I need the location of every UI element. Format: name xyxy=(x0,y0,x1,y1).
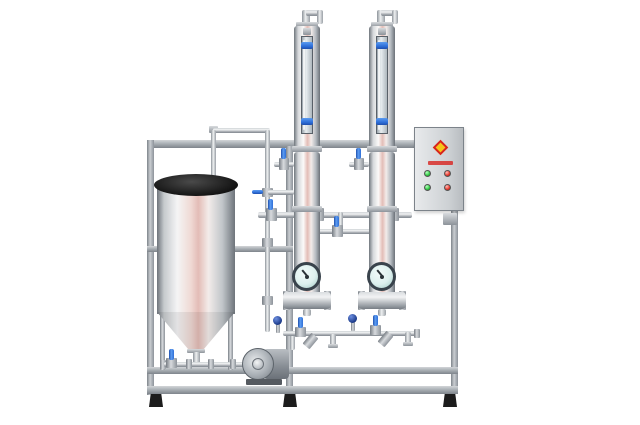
pipe-union-2 xyxy=(208,359,214,369)
column-1-upper-fitting xyxy=(303,28,311,35)
brand-logo-icon xyxy=(432,139,449,156)
ball-valve-knob-2 xyxy=(348,314,357,323)
discharge-valve-body xyxy=(166,358,177,368)
column-1-sight-glass-highlight xyxy=(303,40,305,130)
tank-outlet-flange xyxy=(187,349,205,353)
feed-riser-pipe xyxy=(265,130,270,332)
column-2-sight-glass-highlight xyxy=(378,40,380,130)
pipe-union-3 xyxy=(230,359,236,369)
gauge-1-hub xyxy=(304,274,309,279)
column-1-branch-valve-body xyxy=(279,158,289,170)
column-1-top-stub xyxy=(302,10,310,24)
column-1-top-elbow xyxy=(306,10,322,16)
drain-end-cap xyxy=(414,329,420,338)
drain-valve-body-1 xyxy=(295,327,306,337)
tank-outlet-stub xyxy=(193,352,200,364)
column-1-sight-band-bottom xyxy=(301,118,313,125)
pump-hub xyxy=(252,358,264,370)
riser-branch-pipe xyxy=(268,190,294,195)
riser-union-2 xyxy=(262,238,273,247)
drain-pipe xyxy=(283,331,417,336)
riser-union-3 xyxy=(262,296,273,305)
main-manifold-pipe xyxy=(258,212,412,218)
drain-elbow-1 xyxy=(330,334,336,346)
drain-valve-handle-2 xyxy=(373,315,378,326)
secondary-valve-handle xyxy=(334,216,339,227)
feed-tank-lid xyxy=(154,174,238,196)
gauge-2-hub xyxy=(379,274,384,279)
column-2-top-elbow-down xyxy=(392,10,398,24)
pressure-gauge-2 xyxy=(367,262,396,291)
membrane-housing-2 xyxy=(358,292,406,309)
frame-bottom-rail-lower xyxy=(147,386,458,394)
discharge-valve-handle xyxy=(169,349,174,360)
pump-base xyxy=(246,379,282,385)
column-2-flange-mid xyxy=(367,206,397,212)
feed-tank-body xyxy=(157,186,235,314)
frame-foot-center xyxy=(283,394,297,407)
ball-valve-stem-1 xyxy=(276,324,280,333)
ball-valve-stem-2 xyxy=(351,322,355,331)
column-2-flange-upper xyxy=(367,146,397,152)
drain-elbow-flange-2 xyxy=(403,342,413,346)
column-2-branch-valve-handle xyxy=(356,148,361,159)
column-1-branch-valve-handle xyxy=(281,148,286,159)
column-2-top-elbow xyxy=(381,10,397,16)
tank-top-pipe-vertical xyxy=(211,130,216,178)
column-2-sight-band-bottom xyxy=(376,118,388,125)
drain-valve-body-2 xyxy=(370,325,381,335)
drain-elbow-flange-1 xyxy=(328,344,338,348)
membrane-housing-1 xyxy=(283,292,331,309)
column-1-top-elbow-down xyxy=(317,10,323,24)
indicator-light-1 xyxy=(424,170,431,177)
column-2-upper-fitting xyxy=(378,28,386,35)
column-1-flange-upper xyxy=(292,146,322,152)
frame-foot-right xyxy=(443,394,457,407)
indicator-light-2 xyxy=(444,170,451,177)
secondary-valve-body xyxy=(332,225,343,237)
pipe-union-1 xyxy=(186,359,192,369)
manifold-jumper-pipe xyxy=(338,212,343,234)
column-2-cap-flange xyxy=(371,22,393,27)
discharge-end-cap xyxy=(160,360,166,369)
column-2-sight-band-top xyxy=(376,42,388,49)
frame-foot-left xyxy=(149,394,163,407)
tank-top-pipe-horizontal xyxy=(213,128,270,133)
pump-outlet-pipe xyxy=(290,334,295,350)
manifold-valve-body-1 xyxy=(266,208,277,221)
control-panel xyxy=(414,127,464,211)
pressure-gauge-1 xyxy=(292,262,321,291)
frame-center-post xyxy=(286,146,293,394)
manifold-valve-handle-1 xyxy=(268,199,273,210)
ball-valve-knob-1 xyxy=(273,316,282,325)
column-1-cap-flange xyxy=(296,22,318,27)
frame-bottom-rail-upper xyxy=(147,367,458,374)
drain-elbow-2 xyxy=(405,332,411,344)
indicator-light-4 xyxy=(444,184,451,191)
riser-union-1 xyxy=(262,188,273,197)
column-2-branch-valve-body xyxy=(354,158,364,170)
frame-right-post xyxy=(451,146,458,394)
brand-name-text xyxy=(428,161,453,165)
column-2-down-stub xyxy=(378,309,386,316)
column-1-sight-band-top xyxy=(301,42,313,49)
column-1-flange-mid xyxy=(292,206,322,212)
riser-valve-handle xyxy=(252,190,263,194)
indicator-light-3 xyxy=(424,184,431,191)
column-2-top-stub xyxy=(377,10,385,24)
junction-box xyxy=(443,213,457,225)
feed-tank-cone xyxy=(157,312,235,352)
frame-left-post xyxy=(147,140,154,395)
column-1-down-stub xyxy=(303,309,311,316)
drain-valve-handle-1 xyxy=(298,317,303,328)
